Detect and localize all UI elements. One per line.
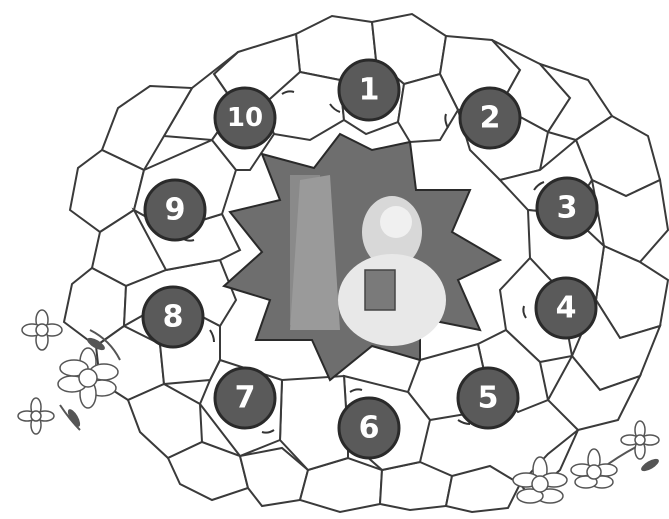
node-4-label: 4 — [556, 291, 577, 326]
node-1[interactable]: 1 — [339, 60, 399, 120]
node-2[interactable]: 2 — [460, 88, 520, 148]
node-5-label: 5 — [478, 381, 499, 416]
node-8-label: 8 — [163, 300, 184, 335]
node-2-label: 2 — [480, 101, 501, 136]
node-10-label: 10 — [227, 103, 263, 133]
node-5[interactable]: 5 — [458, 368, 518, 428]
daisy-flowers-right — [513, 421, 661, 503]
node-10[interactable]: 10 — [215, 88, 275, 148]
node-3-label: 3 — [557, 191, 578, 226]
node-4[interactable]: 4 — [536, 278, 596, 338]
node-3[interactable]: 3 — [537, 178, 597, 238]
node-9[interactable]: 9 — [145, 180, 205, 240]
node-6[interactable]: 6 — [339, 398, 399, 458]
node-7[interactable]: 7 — [215, 368, 275, 428]
doll-portrait-image — [224, 134, 500, 380]
node-1-label: 1 — [359, 73, 380, 108]
node-8[interactable]: 8 — [143, 287, 203, 347]
node-7-label: 7 — [235, 381, 256, 416]
node-6-label: 6 — [359, 411, 380, 446]
node-9-label: 9 — [165, 193, 186, 228]
